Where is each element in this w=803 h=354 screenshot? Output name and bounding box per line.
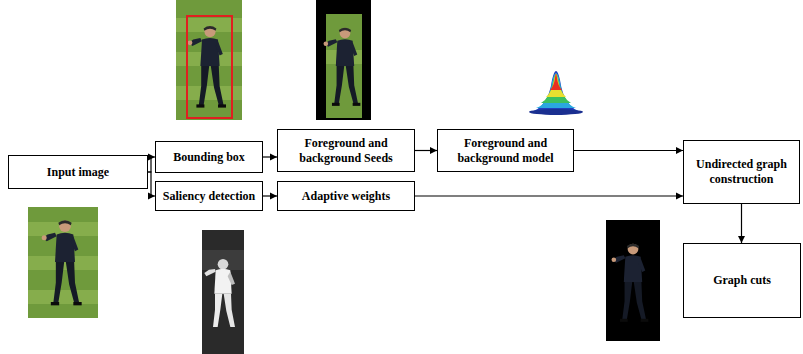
flow-arrow xyxy=(415,193,683,200)
process-box: Foreground and background model xyxy=(437,129,574,172)
result-background xyxy=(606,220,660,341)
box-label: Graph cuts xyxy=(713,273,771,288)
arrowhead xyxy=(676,193,683,200)
gaussian-layer xyxy=(541,74,571,103)
box-label: Adaptive weights xyxy=(302,189,390,204)
flow-arrow xyxy=(148,154,155,173)
gaussian-layer xyxy=(536,73,576,108)
process-box: Graph cuts xyxy=(683,243,801,318)
grass xyxy=(176,0,242,120)
person xyxy=(42,220,82,305)
seeds-image xyxy=(316,0,371,120)
flow-arrow xyxy=(263,154,277,161)
salient-person xyxy=(204,259,235,327)
connector-line xyxy=(415,195,683,196)
bounding-rectangle xyxy=(187,16,232,118)
connector-line xyxy=(148,172,155,196)
box-label: Bounding box xyxy=(173,150,245,165)
box-label: Input image xyxy=(47,165,109,180)
arrowhead xyxy=(738,236,745,243)
process-box: Saliency detection xyxy=(155,181,263,211)
segmented-person xyxy=(612,244,649,322)
box-label: Saliency detection xyxy=(163,189,255,204)
process-box: Adaptive weights xyxy=(277,181,415,211)
process-box: Undirected graph construction xyxy=(683,140,800,204)
flow-arrow xyxy=(738,204,745,243)
arrowhead xyxy=(676,147,683,154)
process-box: Input image xyxy=(8,155,148,189)
box-label: Foreground and background model xyxy=(442,136,569,166)
box-label: Undirected graph construction xyxy=(688,157,795,187)
gaussian-model xyxy=(529,71,583,115)
person xyxy=(188,26,226,108)
person xyxy=(324,28,361,106)
flow-arrow xyxy=(415,147,437,154)
flow-arrow xyxy=(574,147,683,154)
connector-line xyxy=(574,150,683,151)
arrowhead xyxy=(430,147,437,154)
input-photo xyxy=(28,207,98,318)
grass-stripe xyxy=(28,290,98,304)
gaussian-layer xyxy=(530,71,582,112)
arrowhead xyxy=(270,193,277,200)
gaussian-layer xyxy=(550,74,562,91)
arrowhead xyxy=(270,154,277,161)
saliency-background xyxy=(202,230,244,354)
saliency-map xyxy=(202,230,244,354)
arrowhead xyxy=(148,154,155,161)
background-seed xyxy=(316,0,371,120)
process-box: Bounding box xyxy=(155,141,263,173)
grass xyxy=(28,207,98,318)
flow-arrow xyxy=(148,172,155,200)
gaussian-layer xyxy=(546,74,566,97)
process-box: Foreground and background Seeds xyxy=(277,129,415,172)
box-label: Foreground and background Seeds xyxy=(282,136,410,166)
flow-arrow xyxy=(263,193,277,200)
arrowhead xyxy=(148,193,155,200)
gaussian-base xyxy=(529,109,583,115)
bounding-box-photo xyxy=(176,0,242,120)
segmentation-result xyxy=(606,220,660,341)
